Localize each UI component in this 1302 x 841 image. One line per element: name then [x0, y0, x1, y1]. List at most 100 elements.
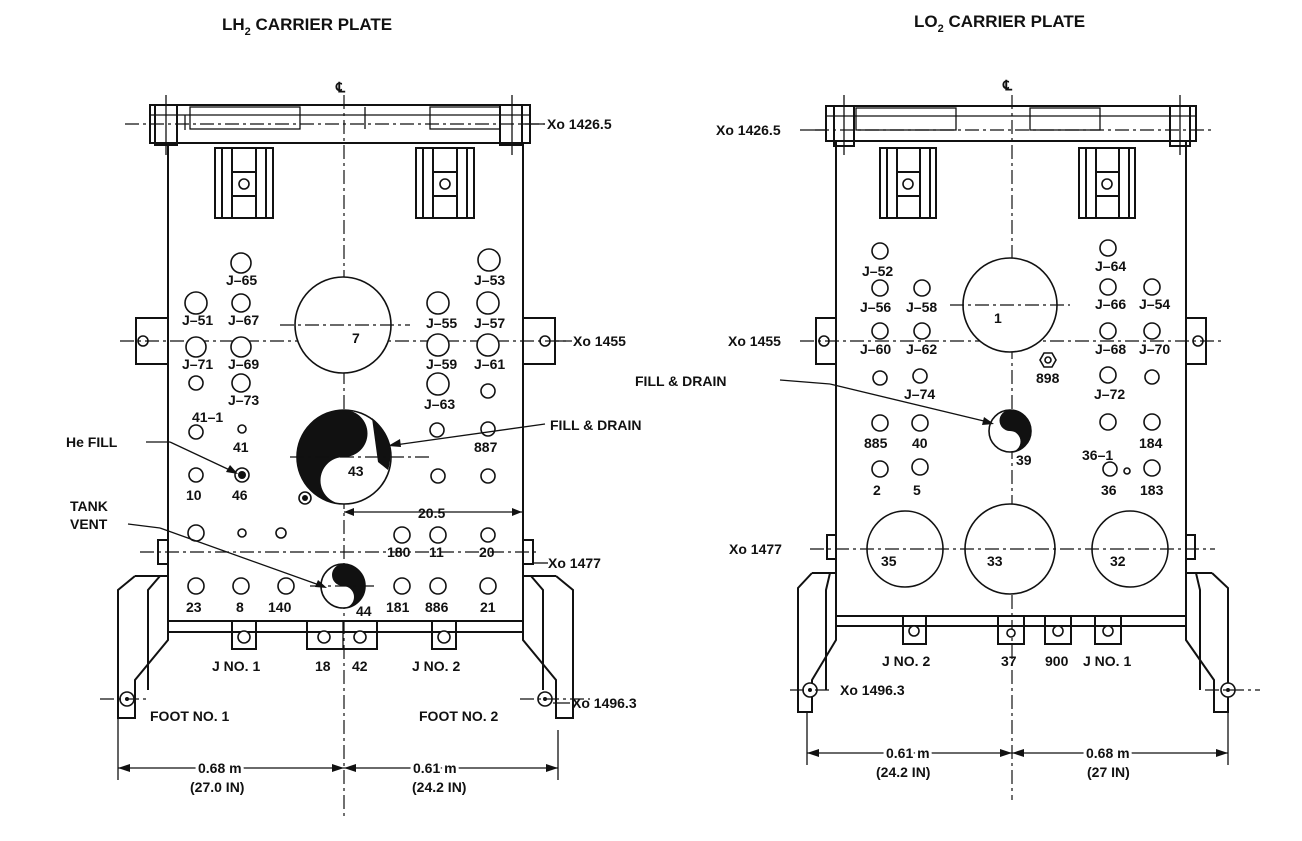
lo2-connector-holes: J–52 J–64 J–56 J–58 J–66 J–54 J–60 J–62 …	[860, 239, 1170, 498]
svg-text:140: 140	[268, 599, 292, 615]
lh2-station-1477: Xo 1477	[548, 555, 601, 571]
svg-text:J–74: J–74	[904, 386, 935, 402]
lo2-fill-drain-label: FILL & DRAIN	[635, 373, 727, 389]
lh2-station-1426: Xo 1426.5	[547, 116, 612, 132]
lo2-j-no-1: J NO. 1	[1083, 653, 1131, 669]
svg-text:J–71: J–71	[182, 356, 213, 372]
svg-text:J–58: J–58	[906, 299, 937, 315]
lh2-dim-20-5: 20.5	[418, 505, 445, 521]
svg-text:J–73: J–73	[228, 392, 259, 408]
lh2-port-7: 7	[280, 276, 410, 374]
lo2-overall-dimensions: 0.61 m (24.2 IN) 0.68 m (27 IN)	[806, 712, 1229, 780]
lh2-he-fill-label: He FILL	[66, 434, 118, 450]
lh2-foot-no-2: FOOT NO. 2	[419, 708, 499, 724]
lh2-station-1496: Xo 1496.3	[572, 695, 637, 711]
svg-text:J–54: J–54	[1139, 296, 1170, 312]
svg-text:183: 183	[1140, 482, 1164, 498]
svg-text:J–61: J–61	[474, 356, 505, 372]
lh2-label-18: 18	[315, 658, 331, 674]
svg-text:J–62: J–62	[906, 341, 937, 357]
lo2-top-beam	[815, 95, 1215, 155]
svg-text:20: 20	[479, 544, 495, 560]
svg-text:0.61 m: 0.61 m	[413, 760, 457, 776]
svg-text:0.68 m: 0.68 m	[198, 760, 242, 776]
svg-text:(27 IN): (27 IN)	[1087, 764, 1130, 780]
svg-text:10: 10	[186, 487, 202, 503]
svg-text:J–66: J–66	[1095, 296, 1126, 312]
lo2-station-1496: Xo 1496.3	[840, 682, 905, 698]
lo2-label-900: 900	[1045, 653, 1069, 669]
lh2-carrier-plate: LH2 CARRIER PLATE ℄	[66, 15, 642, 820]
lo2-j-no-2: J NO. 2	[882, 653, 930, 669]
svg-text:184: 184	[1139, 435, 1163, 451]
lh2-fill-drain-43: 43	[290, 409, 430, 505]
lh2-top-beam	[125, 95, 545, 155]
lh2-station-1455: Xo 1455	[573, 333, 626, 349]
svg-text:181: 181	[386, 599, 410, 615]
svg-text:41: 41	[233, 439, 249, 455]
svg-text:J–53: J–53	[474, 272, 505, 288]
lh2-label-42: 42	[352, 658, 368, 674]
svg-text:J–69: J–69	[228, 356, 259, 372]
lo2-fill-drain-39: 39	[988, 409, 1032, 468]
svg-text:36–1: 36–1	[1082, 447, 1113, 463]
svg-text:J–65: J–65	[226, 272, 257, 288]
svg-text:J–56: J–56	[860, 299, 891, 315]
lh2-tank-vent-44: 44	[310, 563, 376, 619]
svg-text:J–63: J–63	[424, 396, 455, 412]
svg-text:5: 5	[913, 482, 921, 498]
svg-text:41–1: 41–1	[192, 409, 223, 425]
svg-text:J–70: J–70	[1139, 341, 1170, 357]
lo2-centerline-symbol: ℄	[1002, 77, 1013, 93]
svg-text:J–60: J–60	[860, 341, 891, 357]
lo2-ports-row: 35 33 32	[810, 503, 1215, 595]
lh2-tank-label: TANK	[70, 498, 108, 514]
svg-text:J–55: J–55	[426, 315, 457, 331]
lo2-base	[790, 572, 1260, 713]
lh2-vent-label: VENT	[70, 516, 108, 532]
lh2-title: LH2 CARRIER PLATE	[222, 15, 392, 38]
svg-text:(27.0 IN): (27.0 IN)	[190, 779, 244, 795]
svg-text:887: 887	[474, 439, 498, 455]
svg-text:885: 885	[864, 435, 888, 451]
svg-text:J–52: J–52	[862, 263, 893, 279]
svg-text:J–68: J–68	[1095, 341, 1126, 357]
lh2-j-no-1: J NO. 1	[212, 658, 260, 674]
svg-text:43: 43	[348, 463, 364, 479]
lh2-base	[100, 575, 590, 719]
svg-text:39: 39	[1016, 452, 1032, 468]
svg-text:898: 898	[1036, 370, 1060, 386]
lh2-j-no-2: J NO. 2	[412, 658, 460, 674]
svg-text:J–59: J–59	[426, 356, 457, 372]
lh2-centerline-symbol: ℄	[335, 79, 346, 95]
svg-text:886: 886	[425, 599, 449, 615]
svg-text:2: 2	[873, 482, 881, 498]
svg-text:(24.2 IN): (24.2 IN)	[412, 779, 466, 795]
svg-text:1: 1	[994, 310, 1002, 326]
lh2-fill-drain-label: FILL & DRAIN	[550, 417, 642, 433]
lo2-title: LO2 CARRIER PLATE	[914, 12, 1085, 35]
lh2-overall-dimensions: 0.68 m (27.0 IN) 0.61 m (24.2 IN)	[117, 718, 559, 795]
svg-text:32: 32	[1110, 553, 1126, 569]
svg-text:44: 44	[356, 603, 372, 619]
svg-text:8: 8	[236, 599, 244, 615]
svg-text:21: 21	[480, 599, 496, 615]
lo2-station-1477: Xo 1477	[729, 541, 782, 557]
svg-text:7: 7	[352, 330, 360, 346]
svg-text:J–51: J–51	[182, 312, 213, 328]
lh2-foot-no-1: FOOT NO. 1	[150, 708, 230, 724]
lo2-lifting-lugs	[879, 147, 1136, 219]
svg-text:J–57: J–57	[474, 315, 505, 331]
lo2-carrier-plate: LO2 CARRIER PLATE ℄ Xo 1426.5	[635, 12, 1260, 800]
svg-text:11: 11	[429, 544, 444, 560]
lo2-station-1455: Xo 1455	[728, 333, 781, 349]
lh2-lifting-lugs	[214, 147, 475, 219]
svg-text:(24.2 IN): (24.2 IN)	[876, 764, 930, 780]
lo2-label-37: 37	[1001, 653, 1017, 669]
svg-text:0.61 m: 0.61 m	[886, 745, 930, 761]
svg-text:J–72: J–72	[1094, 386, 1125, 402]
svg-text:33: 33	[987, 553, 1003, 569]
lh2-connector-holes: J–65 J–53 J–51 J–67 J–55 J–57 J–71 J–69 …	[182, 248, 505, 615]
svg-text:J–64: J–64	[1095, 258, 1126, 274]
